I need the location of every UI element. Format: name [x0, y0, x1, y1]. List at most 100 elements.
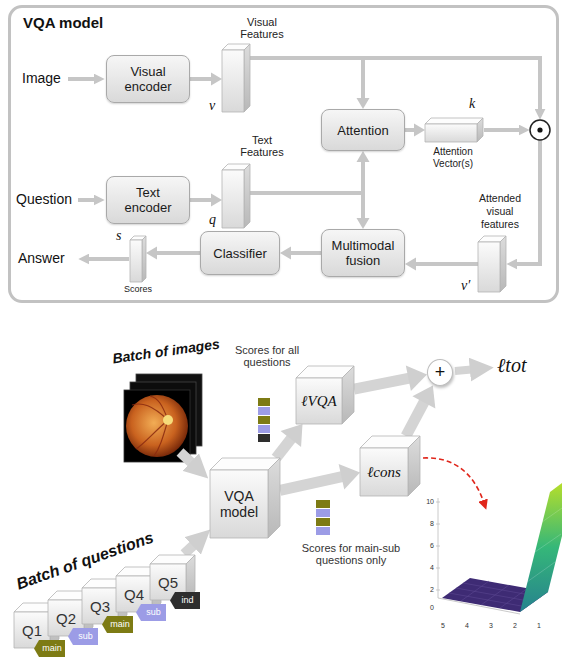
grid-line — [542, 508, 562, 522]
question-tag: sub — [68, 628, 98, 645]
node-label: ℓcons — [367, 464, 401, 481]
front-face — [130, 240, 142, 282]
plot-tick — [436, 590, 440, 591]
cube-outline — [222, 44, 250, 112]
connector-arrow — [146, 247, 200, 260]
connector-line — [354, 377, 416, 389]
connector-arrow — [190, 194, 222, 207]
product-operator — [530, 120, 550, 140]
node-label: Multimodal fusion — [330, 238, 396, 268]
plot-tick — [436, 502, 440, 503]
node-label: Q4 — [124, 586, 144, 603]
score-bar — [258, 425, 270, 433]
question-tag: main — [34, 640, 65, 657]
connector-arrow — [276, 424, 302, 458]
score-bar — [316, 527, 330, 535]
arrow-head — [405, 258, 416, 271]
fundus-image — [126, 395, 188, 457]
cube-outline — [222, 164, 250, 228]
arrow-head — [414, 124, 425, 137]
loss-cube: ℓcons — [360, 436, 420, 496]
score-note: Scores for all questions — [228, 344, 306, 368]
operator-circle — [530, 120, 550, 140]
image-sheet — [124, 390, 190, 462]
batch-title: Batch of images — [107, 335, 224, 367]
top-face — [425, 118, 483, 124]
tag-body — [170, 592, 200, 609]
variable-symbol: q — [209, 212, 216, 228]
node-label: ind — [181, 595, 193, 606]
connector-arrow — [280, 247, 321, 260]
input-arrows — [180, 369, 477, 554]
tag-body — [34, 640, 65, 657]
connector-line — [250, 193, 363, 222]
operator-dot — [537, 127, 542, 132]
grid-line — [461, 581, 489, 601]
connector-arrow — [250, 58, 370, 109]
tag-body — [102, 616, 133, 633]
front-face — [210, 470, 268, 538]
front-face — [222, 170, 244, 228]
arrow-head — [211, 194, 222, 207]
question-tag: ind — [170, 592, 200, 609]
arrow-head — [357, 151, 370, 162]
arrow-head — [412, 386, 435, 409]
variable-symbol: v′ — [461, 278, 470, 294]
grid-line — [456, 588, 534, 602]
tensor-label: Scores — [121, 284, 155, 294]
node-label: sub — [78, 631, 93, 642]
connector-line — [250, 158, 363, 193]
connector-arrow — [354, 366, 427, 391]
connector-line — [412, 262, 478, 266]
tensor-label: Text Features — [232, 134, 292, 158]
tensor-label: Attended visual features — [471, 192, 529, 231]
tensor-label: Visual Features — [232, 16, 292, 40]
node-label: Text encoder — [115, 185, 181, 215]
feature-tensor: sScores — [130, 236, 146, 282]
score-bar — [258, 434, 270, 442]
optic-disc — [163, 415, 173, 425]
total-arrow — [455, 369, 477, 371]
question-tag: main — [102, 616, 133, 633]
tensor-label: Attention Vector(s) — [424, 146, 482, 170]
connector-line — [153, 251, 200, 255]
loss-surface-plot — [436, 483, 562, 614]
node-label: VQA model — [214, 488, 264, 520]
arrow-head — [406, 366, 427, 391]
side-face — [244, 164, 250, 228]
score-bar — [258, 407, 270, 415]
input-label: Question — [16, 191, 72, 207]
connector-line — [280, 475, 349, 490]
node-label: sub — [146, 607, 161, 618]
plot-tick — [436, 546, 440, 547]
score-bar — [258, 398, 270, 406]
grid-line — [449, 593, 527, 607]
process-box: Visual encoder — [106, 55, 190, 103]
axis-tick-label: 2 — [422, 586, 434, 594]
output-label: Answer — [18, 250, 65, 266]
side-face — [477, 118, 483, 142]
feature-tensor: Attended visual featuresv′ — [478, 236, 506, 292]
variable-symbol: s — [116, 228, 121, 244]
node-label: Q1 — [22, 622, 42, 639]
plot-tick — [436, 524, 440, 525]
process-box: Text encoder — [106, 176, 190, 224]
score-bar — [258, 416, 270, 424]
vessel — [154, 420, 168, 456]
node-label: Q3 — [90, 598, 110, 615]
grid-line — [527, 562, 555, 582]
connector-line — [287, 251, 321, 255]
grid-line — [535, 534, 561, 552]
process-box: Classifier — [200, 231, 280, 275]
model-panel: VQA modelVisual encoderVisual FeaturesvA… — [8, 5, 559, 303]
batch-arrow — [180, 452, 196, 467]
arrow-head — [357, 218, 370, 229]
cube-outline — [130, 236, 146, 282]
flow-wire — [363, 58, 540, 112]
arrow-head — [146, 247, 157, 260]
input-label: Image — [22, 70, 61, 86]
input-arrow — [78, 198, 97, 202]
connector-arrow — [405, 124, 425, 137]
panel-title: VQA model — [23, 14, 103, 31]
